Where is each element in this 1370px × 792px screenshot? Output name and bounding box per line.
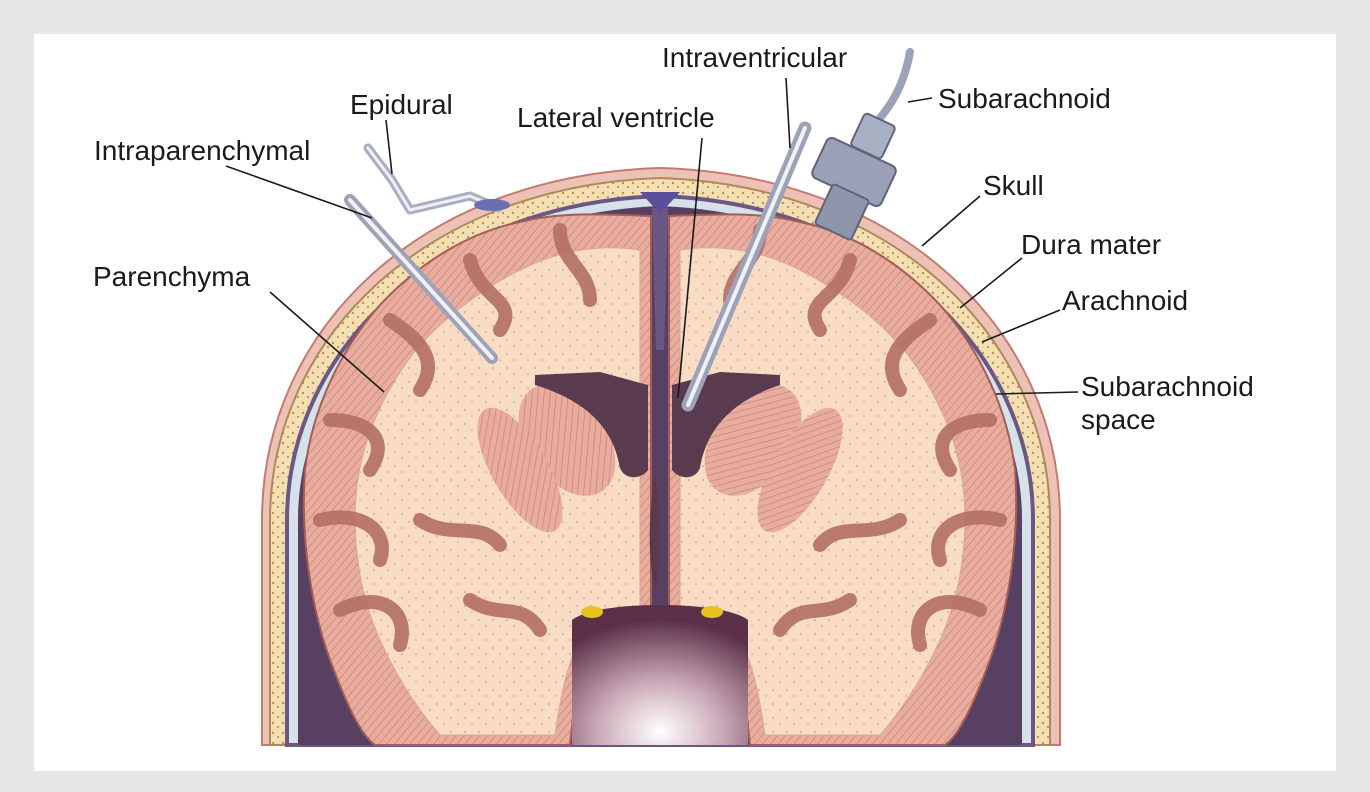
label-epidural: Epidural [350, 89, 453, 120]
label-dura-mater: Dura mater [1021, 229, 1162, 260]
right-artery [701, 606, 723, 618]
label-intraventricular: Intraventricular [662, 42, 848, 73]
label-intraparenchymal: Intraparenchymal [94, 135, 311, 166]
label-parenchyma: Parenchyma [93, 261, 251, 292]
epidural-sensor-tip [474, 199, 510, 211]
lateral-ventricle-left [535, 372, 648, 478]
midline-falx [652, 208, 668, 350]
left-gyri [313, 223, 597, 652]
label-subarachnoid-space: Subarachnoid space [1081, 370, 1254, 436]
label-skull: Skull [983, 170, 1044, 201]
label-arachnoid: Arachnoid [1062, 285, 1189, 316]
lateral-ventricle-right [672, 372, 780, 478]
superior-sagittal-sinus [640, 192, 680, 214]
label-subarachnoid-bolt: Subarachnoid [938, 83, 1111, 114]
skull-base-opening [572, 605, 748, 745]
leader-lines [225, 77, 1079, 399]
right-putamen [757, 407, 843, 533]
left-artery [581, 606, 603, 618]
label-subarachnoid-space-line1: Subarachnoid [1081, 371, 1254, 402]
subarachnoid-bolt [811, 48, 914, 241]
third-ventricle [649, 470, 661, 590]
label-subarachnoid-space-line2: space [1081, 404, 1156, 435]
left-putamen [477, 407, 563, 533]
label-lateral-ventricle: Lateral ventricle [517, 102, 715, 133]
